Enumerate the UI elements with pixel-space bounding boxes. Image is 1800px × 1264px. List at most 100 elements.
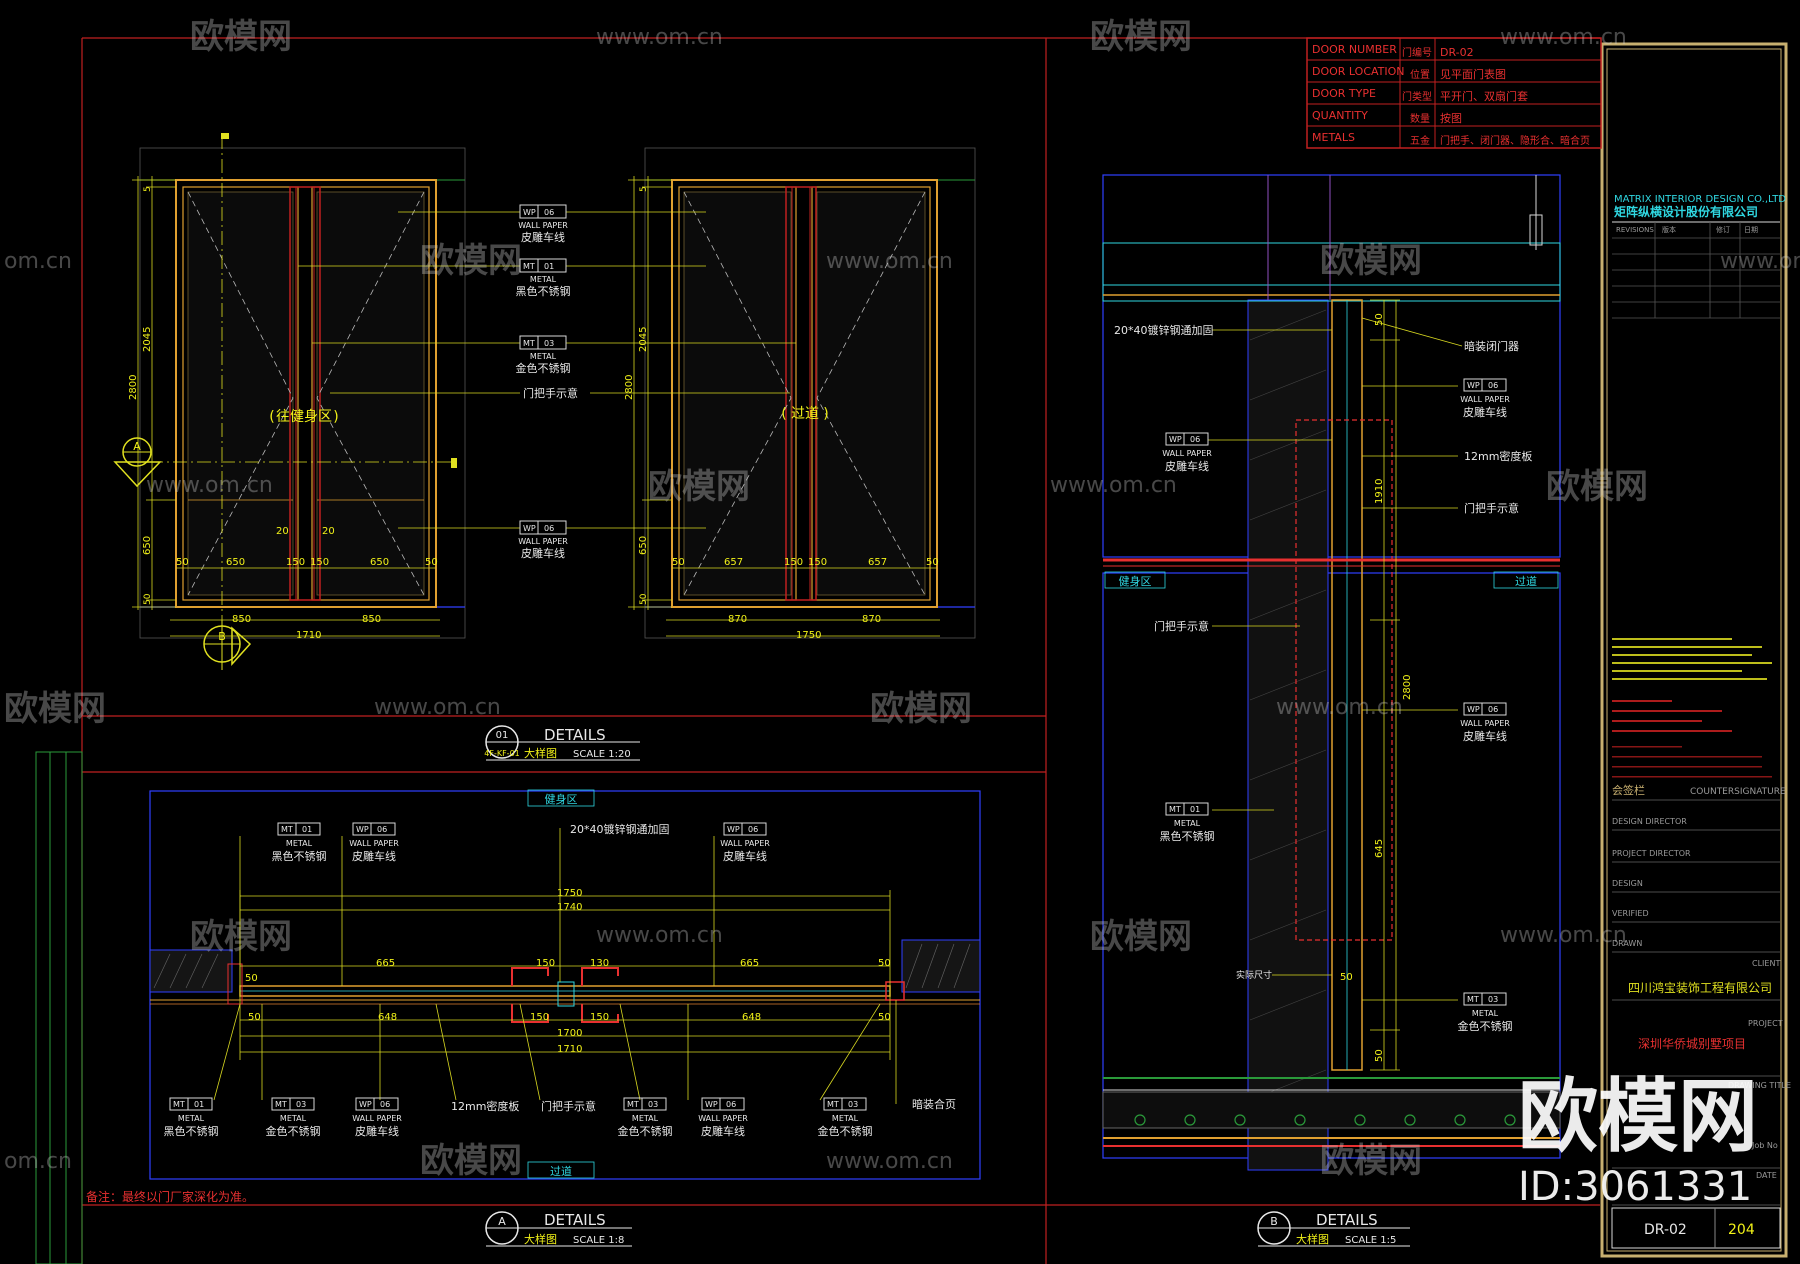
sa-btag-metal-en-3: METAL <box>632 1114 659 1123</box>
dim-left-total: 1710 <box>296 630 321 641</box>
section-marker-a: A <box>113 437 162 488</box>
revisions-col-date: 日期 <box>1744 226 1758 234</box>
sb-tag-mt-num-1: 01 <box>1190 805 1200 814</box>
countersignature-cn: 会签栏 <box>1612 783 1645 797</box>
project-name: 深圳华侨城别墅项目 <box>1638 1037 1746 1051</box>
door-number-cn: 门编号 <box>1402 46 1432 59</box>
dim-right-height-2800: 2800 <box>624 375 635 400</box>
tag-wp-code-1: WP <box>523 208 536 217</box>
sb-tag-handle-1: 门把手示意 <box>1464 501 1519 515</box>
sb-tag-mt-code-1: MT <box>1169 805 1181 814</box>
sa-btag-wp-cn-1: 皮雕车线 <box>355 1124 399 1138</box>
watermark-url-7: www.om.cn <box>1050 473 1177 498</box>
section-a-dim-665a: 665 <box>376 958 395 969</box>
sb-tag-mt-code-2: MT <box>1467 995 1479 1004</box>
sa-btag-gold-steel-1: 金色不锈钢 <box>266 1124 321 1138</box>
section-a-dim-665b: 665 <box>740 958 759 969</box>
watermark-url-2: www.om.cn <box>1500 25 1627 50</box>
section-a-dim-1750: 1750 <box>557 888 582 899</box>
section-a-dim-150: 150 <box>536 958 555 969</box>
section-a-dim-1740: 1740 <box>557 902 582 913</box>
door-location-value: 见平面门表图 <box>1440 67 1506 81</box>
tag-handle-1: 门把手示意 <box>523 386 578 400</box>
caption-a: A DETAILS 大样图 SCALE 1:8 <box>485 1211 632 1247</box>
section-a-gym-label: 健身区 <box>545 792 578 806</box>
sb-tag-closer: 暗装闭门器 <box>1464 339 1519 353</box>
section-b-gym-label: 健身区 <box>1119 574 1152 588</box>
sa-btag-wp-num-1: 06 <box>380 1100 390 1109</box>
revisions-col-version: 版本 <box>1662 225 1676 234</box>
dim-right-657a: 657 <box>724 557 743 568</box>
dim-left-150a: 150 <box>286 557 305 568</box>
tag-wp-num-2: 06 <box>544 524 554 533</box>
watermark-url-5: www.om.cn <box>1720 249 1800 274</box>
tag-mt-num-1: 01 <box>544 262 554 271</box>
section-b-dim-50b: 50 <box>1374 1049 1385 1062</box>
tag-wp-num-1: 06 <box>544 208 554 217</box>
quantity-cn: 数量 <box>1410 112 1430 125</box>
door-number-label: DOOR NUMBER <box>1312 43 1397 56</box>
metals-label: METALS <box>1312 131 1355 144</box>
svg-text:(: ( <box>269 409 274 425</box>
dim-right-50b: 50 <box>926 557 939 568</box>
svg-text:): ) <box>823 406 828 422</box>
tag-wp-code-2: WP <box>523 524 536 533</box>
watermark-id: ID:3061331 <box>1518 1164 1752 1210</box>
caption-b-scale: SCALE 1:5 <box>1345 1235 1396 1246</box>
client-name: 四川鸿宝装饰工程有限公司 <box>1628 980 1772 995</box>
dim-left-20a: 20 <box>276 526 289 537</box>
sa-tag-wp-en-1: WALL PAPER <box>349 839 399 848</box>
tag-wp-en-1: WALL PAPER <box>518 221 568 230</box>
tag-wp-cn-2: 皮雕车线 <box>521 546 565 560</box>
dim-height-2800: 2800 <box>128 375 139 400</box>
drawing-note: 备注：最终以门厂家深化为准。 <box>86 1189 254 1204</box>
section-a-dim-bot-50b: 50 <box>878 1012 891 1023</box>
sa-btag-gold-steel-3: 金色不锈钢 <box>818 1124 873 1138</box>
door-type-value: 平开门、双扇门套 <box>1440 89 1528 103</box>
dim-left-150b: 150 <box>310 557 329 568</box>
sa-btag-wp-en-1: WALL PAPER <box>352 1114 402 1123</box>
section-a-corridor-label: 过道 <box>550 1164 572 1178</box>
dim-height-650: 650 <box>142 536 153 555</box>
tag-gold-steel-1: 金色不锈钢 <box>516 361 571 375</box>
sb-tag-black-steel: 黑色不锈钢 <box>1160 829 1215 843</box>
tag-mt-code-1: MT <box>523 262 535 271</box>
svg-text:): ) <box>333 409 338 425</box>
dim-right-height-2045: 2045 <box>638 327 649 352</box>
sb-tag-metal-en-1: METAL <box>1174 819 1201 828</box>
sb-tag-actual-size: 实际尺寸 <box>1236 969 1272 981</box>
tag-metal-en-1: METAL <box>530 275 557 284</box>
caption-b-cn: 大样图 <box>1296 1232 1329 1246</box>
revisions-col-change: 修订 <box>1716 225 1730 234</box>
watermark-url-9: www.om.cn <box>1276 695 1403 720</box>
sb-tag-wp-cn-2: 皮雕车线 <box>1165 459 1209 473</box>
sa-btag-mt-num-4: 03 <box>848 1100 858 1109</box>
tag-black-steel-1: 黑色不锈钢 <box>516 284 571 298</box>
sa-btag-mdf: 12mm密度板 <box>451 1099 519 1113</box>
sa-tag-wp-cn-1: 皮雕车线 <box>352 849 396 863</box>
company-en: MATRIX INTERIOR DESIGN CO.,LTD <box>1614 194 1786 205</box>
watermarks: 欧模网 www.om.cn 欧模网 www.om.cn om.cn 欧模网 ww… <box>4 17 1800 1181</box>
section-b: 健身区 过道 <box>1102 174 1561 1171</box>
sa-btag-wp-num-2: 06 <box>726 1100 736 1109</box>
caption-a-scale: SCALE 1:8 <box>573 1235 624 1246</box>
sb-tag-handle-2: 门把手示意 <box>1154 619 1209 633</box>
sb-tag-wp-en-1: WALL PAPER <box>1460 395 1510 404</box>
section-a-dim-130: 130 <box>590 958 609 969</box>
watermark-url-4: www.om.cn <box>826 249 953 274</box>
sb-tag-wp-cn-3: 皮雕车线 <box>1463 729 1507 743</box>
sa-btag-gold-steel-2: 金色不锈钢 <box>618 1124 673 1138</box>
sa-btag-mt-code-4: MT <box>827 1100 839 1109</box>
watermark-brand-12: 欧模网 <box>1320 1141 1422 1181</box>
watermark-brand-5: 欧模网 <box>648 467 750 507</box>
sa-tag-mt-code-1: MT <box>281 825 293 834</box>
watermark-brand-6: 欧模网 <box>1546 467 1648 507</box>
sa-tag-wp-cn-2: 皮雕车线 <box>723 849 767 863</box>
dim-right-top-5: 5 <box>639 186 649 192</box>
section-a-dim-1710: 1710 <box>557 1044 582 1055</box>
tag-metal-en-2: METAL <box>530 352 557 361</box>
date-label: DATE <box>1756 1171 1777 1180</box>
sb-tag-metal-en-2: METAL <box>1472 1009 1499 1018</box>
metals-cn: 五金 <box>1410 134 1430 147</box>
sa-btag-mt-code-2: MT <box>275 1100 287 1109</box>
